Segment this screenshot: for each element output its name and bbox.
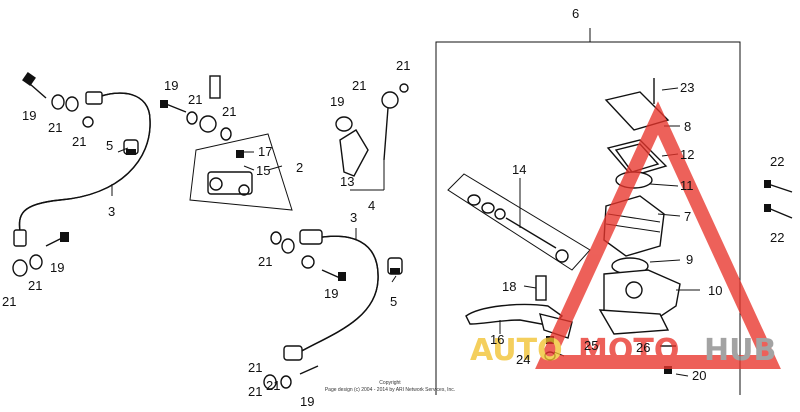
- label-19-e: 19: [300, 394, 314, 409]
- brake-joint-13[interactable]: [335, 116, 369, 177]
- label-21-i: 21: [248, 384, 262, 399]
- watermark-hub: HUB: [704, 333, 776, 368]
- brake-hose-left[interactable]: [13, 91, 151, 247]
- label-22-b: 22: [770, 230, 784, 245]
- label-21-g: 21: [258, 254, 272, 269]
- label-26: 26: [636, 340, 650, 355]
- reservoir-hose-fitting[interactable]: [199, 75, 232, 141]
- label-10: 10: [708, 283, 722, 298]
- label-21-f: 21: [222, 104, 236, 119]
- label-12: 12: [680, 147, 694, 162]
- washers-bottom[interactable]: [263, 365, 319, 390]
- brake-hose-right[interactable]: [283, 229, 379, 361]
- banjo-bolt-19-a[interactable]: [22, 72, 47, 99]
- banjo-bolt-19-b[interactable]: [45, 232, 69, 247]
- label-6: 6: [572, 6, 579, 21]
- label-2: 2: [296, 160, 303, 175]
- automotohub-watermark: AUTO MOTO HUB: [470, 101, 781, 369]
- copyright-line-1: Copyright: [379, 380, 401, 386]
- label-24: 24: [516, 352, 530, 367]
- label-3-b: 3: [350, 210, 357, 225]
- cap-5-left[interactable]: [123, 139, 139, 155]
- front-master-cylinder-group: [435, 28, 741, 395]
- label-19-f: 19: [330, 94, 344, 109]
- clamp-bolts-22[interactable]: [764, 180, 793, 219]
- label-19-d: 19: [324, 286, 338, 301]
- label-21-x: 21: [266, 378, 280, 393]
- label-21-b: 21: [72, 134, 86, 149]
- watermark-moto: MOTO: [578, 333, 679, 368]
- label-8: 8: [684, 119, 691, 134]
- washers-bottom-left[interactable]: [12, 254, 43, 277]
- label-21-e: 21: [188, 92, 202, 107]
- watermark-auto: AUTO: [470, 333, 563, 368]
- bolt-19-d[interactable]: [321, 269, 346, 281]
- washers-mid[interactable]: [270, 231, 315, 269]
- label-21-d: 21: [28, 278, 42, 293]
- label-21-h: 21: [248, 360, 262, 375]
- label-13: 13: [340, 174, 354, 189]
- label-19-a: 19: [22, 108, 36, 123]
- hose-fitting-4[interactable]: [350, 83, 409, 191]
- label-5-b: 5: [390, 294, 397, 309]
- label-21-j: 21: [396, 58, 410, 73]
- copyright-notice: Copyright Page design (c) 2004 - 2014 by…: [325, 380, 455, 393]
- label-21-c: 21: [2, 294, 16, 309]
- label-16: 16: [490, 332, 504, 347]
- label-15: 15: [256, 163, 270, 178]
- bolt-19-c[interactable]: [160, 100, 198, 125]
- label-17: 17: [258, 144, 272, 159]
- rear-master-cylinder-2[interactable]: [189, 133, 293, 211]
- label-23: 23: [680, 80, 694, 95]
- label-4: 4: [368, 198, 375, 213]
- label-22-a: 22: [770, 154, 784, 169]
- label-9: 9: [686, 252, 693, 267]
- label-3-a: 3: [108, 204, 115, 219]
- label-20: 20: [692, 368, 706, 383]
- washers-top-left[interactable]: [51, 94, 94, 128]
- piston-set-14[interactable]: [447, 173, 591, 271]
- leader-lines: [111, 87, 700, 377]
- cap-5-right[interactable]: [387, 257, 403, 275]
- label-7: 7: [684, 209, 691, 224]
- part-labels: 19 21 21 5 3 21 21 19 19 21 21 17 15 2 2…: [2, 6, 784, 409]
- label-25: 25: [584, 338, 598, 353]
- label-5-a: 5: [106, 138, 113, 153]
- label-11: 11: [680, 178, 694, 193]
- copyright-line-2: Page design (c) 2004 - 2014 by ARI Netwo…: [325, 387, 455, 393]
- label-21-a: 21: [48, 120, 62, 135]
- label-19-c: 19: [164, 78, 178, 93]
- label-21-k: 21: [352, 78, 366, 93]
- label-18: 18: [502, 279, 516, 294]
- label-19-b: 19: [50, 260, 64, 275]
- pivot-18[interactable]: [535, 275, 547, 301]
- label-14: 14: [512, 162, 526, 177]
- master-cylinder-body-10[interactable]: [598, 269, 681, 335]
- screw-26-20[interactable]: [660, 345, 676, 374]
